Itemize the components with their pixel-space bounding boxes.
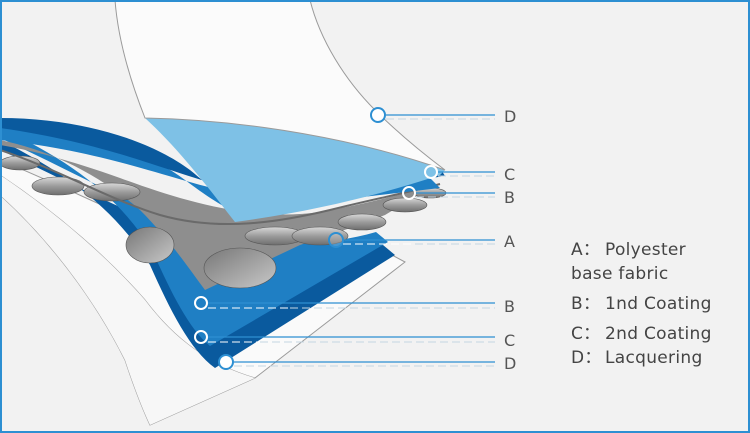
polyester-fabric — [0, 140, 435, 290]
legend-key-a: A： — [571, 240, 601, 260]
legend-item-a-cont: base fabric — [571, 262, 712, 286]
legend-key-d: D： — [571, 348, 602, 368]
legend-item-c: C：2nd Coating — [571, 322, 712, 346]
marker-low-c — [194, 330, 208, 344]
fabric-yarns — [0, 149, 447, 289]
legend-item-b: B：1nd Coating — [571, 292, 712, 316]
callout-markers — [194, 107, 438, 370]
legend-text-a-line1: Polyester — [605, 240, 686, 260]
callout-label-low-c: C — [504, 331, 515, 350]
coating-top-surface — [145, 118, 445, 222]
marker-a — [328, 232, 344, 248]
legend-key-c: C： — [571, 324, 601, 344]
legend-item-d: D：Lacquering — [571, 346, 712, 370]
marker-top-b — [402, 186, 416, 200]
marker-low-d — [218, 354, 234, 370]
legend: A：Polyester base fabric B：1nd Coating C：… — [571, 238, 712, 370]
callout-lines — [208, 114, 495, 367]
callout-label-top-d: D — [504, 107, 516, 126]
callout-label-low-b: B — [504, 297, 515, 316]
legend-text-a-line2: base fabric — [571, 264, 669, 284]
coating-c-upper — [0, 118, 445, 206]
legend-text-d: Lacquering — [605, 348, 703, 368]
legend-text-c: 2nd Coating — [605, 324, 712, 344]
legend-key-b: B： — [571, 294, 601, 314]
legend-text-b: 1nd Coating — [605, 294, 712, 314]
callout-label-top-c: C — [504, 165, 515, 184]
legend-item-a: A：Polyester — [571, 238, 712, 262]
marker-top-c — [424, 165, 438, 179]
callout-label-top-b: B — [504, 188, 515, 207]
marker-top-d — [370, 107, 386, 123]
lacquer-top-sheet — [114, 0, 446, 171]
callout-label-low-d: D — [504, 354, 516, 373]
marker-low-b — [194, 296, 208, 310]
lacquer-bottom-fill — [0, 175, 255, 425]
callout-label-a: A — [504, 232, 515, 251]
